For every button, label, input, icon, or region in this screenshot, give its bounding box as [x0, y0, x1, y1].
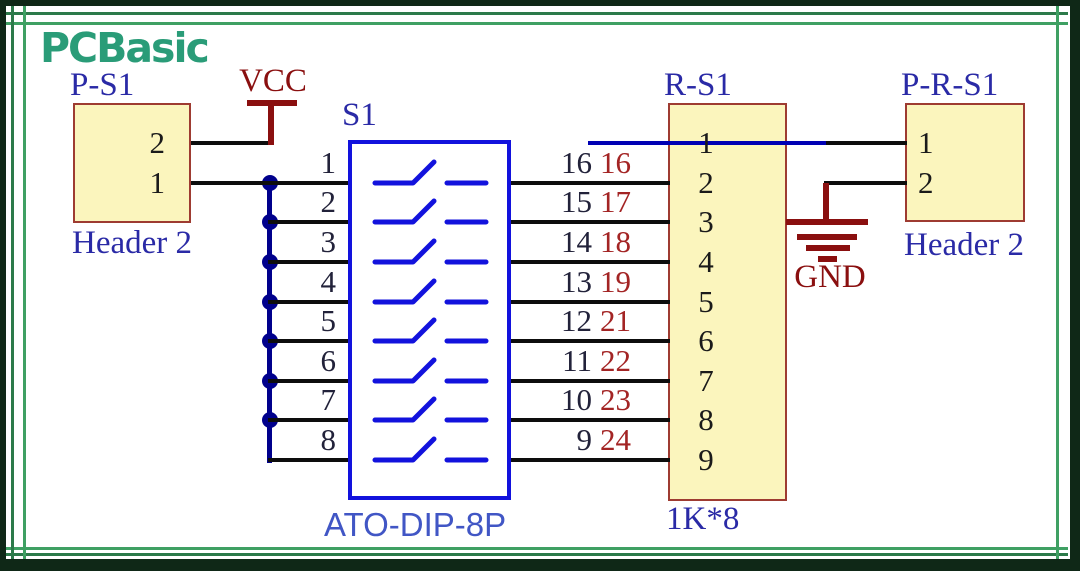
- net-label: 16: [600, 145, 631, 180]
- pin-number: 10: [561, 382, 592, 417]
- pin-number: 6: [698, 323, 714, 358]
- pin-number: 1: [149, 165, 166, 200]
- frame-line: [4, 22, 1068, 25]
- pin-number: 5: [320, 303, 337, 338]
- gnd-label: GND: [794, 259, 866, 295]
- pin-number: 3: [698, 204, 714, 239]
- pin-number: 13: [561, 264, 592, 299]
- designator-s1: S1: [342, 97, 377, 133]
- designator-r-s1: R-S1: [664, 67, 732, 103]
- wire-switch-left: [268, 379, 352, 383]
- wire-switch-right: [508, 379, 670, 383]
- wire-switch-left: [268, 220, 352, 224]
- vcc-symbol-stem: [268, 104, 274, 145]
- pin-number: 7: [698, 363, 714, 398]
- pin-number: 16: [561, 145, 592, 180]
- frame-line: [11, 4, 14, 566]
- pin-number: 2: [320, 184, 337, 219]
- wire-to-prs1-pin1: [826, 141, 907, 145]
- pin-number: 2: [149, 125, 166, 160]
- pin-number: 3: [320, 224, 337, 259]
- gnd-symbol-bar3: [806, 245, 850, 251]
- pin-number: 5: [698, 284, 714, 319]
- frame-line: [23, 4, 26, 566]
- brand-logo: PCBasic: [40, 24, 210, 72]
- pin-number: 1: [918, 125, 934, 160]
- type-r-s1: 1K*8: [666, 501, 740, 537]
- wire-switch-right: [508, 300, 670, 304]
- pin-number: 4: [320, 264, 337, 299]
- net-label: 17: [600, 184, 631, 219]
- resistor-network-r-s1-body: [668, 103, 787, 501]
- wire-switch-right: [508, 339, 670, 343]
- wire-switch-left: [268, 300, 352, 304]
- pin-number: 1: [320, 145, 337, 180]
- wire-switch-right: [508, 220, 670, 224]
- wire-switch-left: [268, 339, 352, 343]
- pin-number: 4: [698, 244, 714, 279]
- type-s1: ATO-DIP-8P: [324, 506, 507, 543]
- wire-ps1-pin2-vcc: [191, 141, 273, 145]
- wire-switch-right: [508, 458, 670, 462]
- net-label: 22: [600, 343, 631, 378]
- dip-switch-contacts: [372, 159, 489, 463]
- frame-line: [4, 547, 1068, 550]
- wire-rs1-pin1-blue: [588, 141, 828, 145]
- net-label: 21: [600, 303, 631, 338]
- wire-switch-left: [268, 260, 352, 264]
- bus-line: [267, 181, 272, 463]
- frame-border: [0, 559, 1080, 571]
- pin-number: 12: [561, 303, 592, 338]
- wire-switch-left: [268, 418, 352, 422]
- pin-number: 1: [698, 125, 714, 160]
- pin-number: 2: [698, 165, 714, 200]
- gnd-symbol-bar2: [797, 234, 857, 240]
- pin-number: 6: [320, 343, 337, 378]
- connector-p-r-s1-body: [905, 103, 1025, 222]
- frame-line: [4, 12, 1068, 15]
- gnd-symbol-stem: [823, 183, 829, 221]
- pin-number: 14: [561, 224, 592, 259]
- frame-border: [0, 0, 6, 571]
- gnd-symbol-bar1: [786, 219, 868, 225]
- net-label: 19: [600, 264, 631, 299]
- pin-number: 8: [698, 402, 714, 437]
- wire-switch-right: [508, 418, 670, 422]
- wire-switch-right: [508, 181, 670, 185]
- designator-p-s1: P-S1: [70, 67, 135, 103]
- frame-line: [4, 553, 1068, 556]
- pin-number: 15: [561, 184, 592, 219]
- vcc-symbol-bar: [247, 100, 297, 106]
- type-p-s1: Header 2: [72, 225, 193, 261]
- net-label: 23: [600, 382, 631, 417]
- net-label: 18: [600, 224, 631, 259]
- pin-number: 11: [562, 343, 592, 378]
- gnd-symbol-bar4: [818, 256, 837, 262]
- wire-switch-left: [268, 458, 352, 462]
- pin-number: 9: [698, 442, 714, 477]
- designator-p-r-s1: P-R-S1: [901, 67, 999, 103]
- pin-number: 2: [918, 165, 934, 200]
- frame-line: [1056, 4, 1059, 566]
- wire-switch-right: [508, 260, 670, 264]
- pin-number: 9: [576, 422, 593, 457]
- wire-prs1-pin2-gnd: [824, 181, 907, 185]
- net-label: 24: [600, 422, 631, 457]
- type-p-r-s1: Header 2: [904, 227, 1025, 263]
- frame-border: [0, 0, 1080, 6]
- wire-switch-left: [191, 181, 352, 185]
- pin-number: 7: [320, 382, 337, 417]
- connector-p-s1-body: [73, 103, 191, 223]
- pin-number: 8: [320, 422, 337, 457]
- frame-border: [1070, 0, 1080, 571]
- vcc-label: VCC: [239, 63, 307, 99]
